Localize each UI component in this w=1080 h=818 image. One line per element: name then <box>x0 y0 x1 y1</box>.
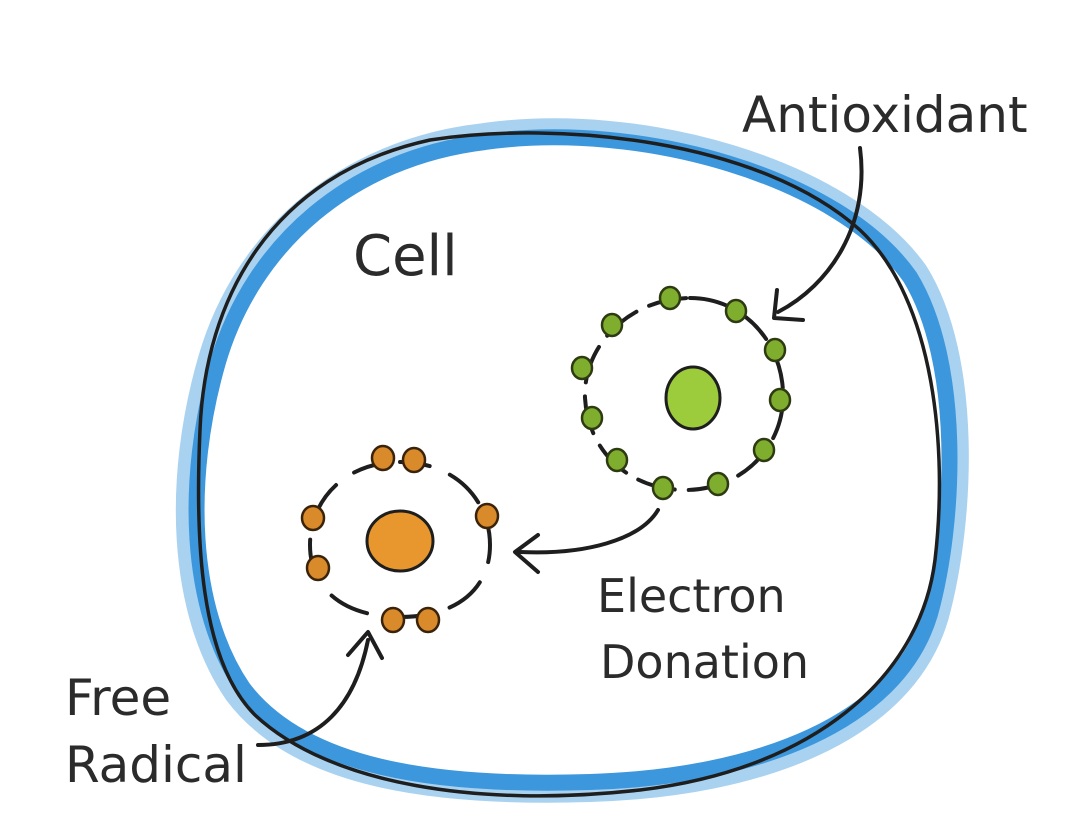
free-radical-electrons <box>300 444 500 634</box>
antioxidant-pointer-arrow <box>776 146 864 314</box>
free-radical-label-line2: Radical <box>65 736 247 794</box>
cell-membrane-blue <box>188 129 958 791</box>
antioxidant-electron <box>600 312 624 338</box>
electron-donation-label-line1: Electron <box>597 569 786 623</box>
antioxidant-electrons <box>570 285 792 501</box>
cell <box>175 118 969 803</box>
antioxidant-electron <box>724 298 748 324</box>
antioxidant-electron <box>651 475 675 501</box>
free-radical-electron <box>300 504 326 532</box>
antioxidant-electron <box>763 337 787 363</box>
free-radical-pointer-arrow <box>256 638 370 747</box>
antioxidant-electron <box>768 387 792 413</box>
antioxidant-electron <box>580 405 604 431</box>
antioxidant-orbit <box>582 296 786 493</box>
antioxidant-electron <box>605 447 629 473</box>
free-radical-electron <box>305 554 331 582</box>
antioxidant-electron <box>570 355 594 381</box>
free-radical-pointer-arrowhead <box>346 630 384 660</box>
antioxidant-electron <box>658 285 682 311</box>
free-radical-atom <box>300 444 500 634</box>
arrows <box>256 146 864 747</box>
free-radical-electron <box>380 606 406 634</box>
electron-donation-arrowhead <box>513 533 540 574</box>
antioxidant-electron <box>706 471 730 497</box>
free-radical-electron <box>370 444 396 472</box>
electron-donation-arrow <box>518 508 660 555</box>
cell-label: Cell <box>353 224 458 289</box>
antioxidant-atom <box>570 285 792 501</box>
electron-donation-label-line2: Donation <box>600 635 809 689</box>
antioxidant-electron <box>752 437 776 463</box>
antioxidant-pointer-arrowhead <box>772 288 805 322</box>
antioxidant-nucleus <box>664 365 722 431</box>
free-radical-electron <box>401 446 427 474</box>
antioxidant-label: Antioxidant <box>742 86 1028 144</box>
free-radical-nucleus <box>365 509 435 573</box>
free-radical-electron <box>474 502 500 530</box>
free-radical-electron <box>415 606 441 634</box>
free-radical-label-line1: Free <box>65 669 171 727</box>
